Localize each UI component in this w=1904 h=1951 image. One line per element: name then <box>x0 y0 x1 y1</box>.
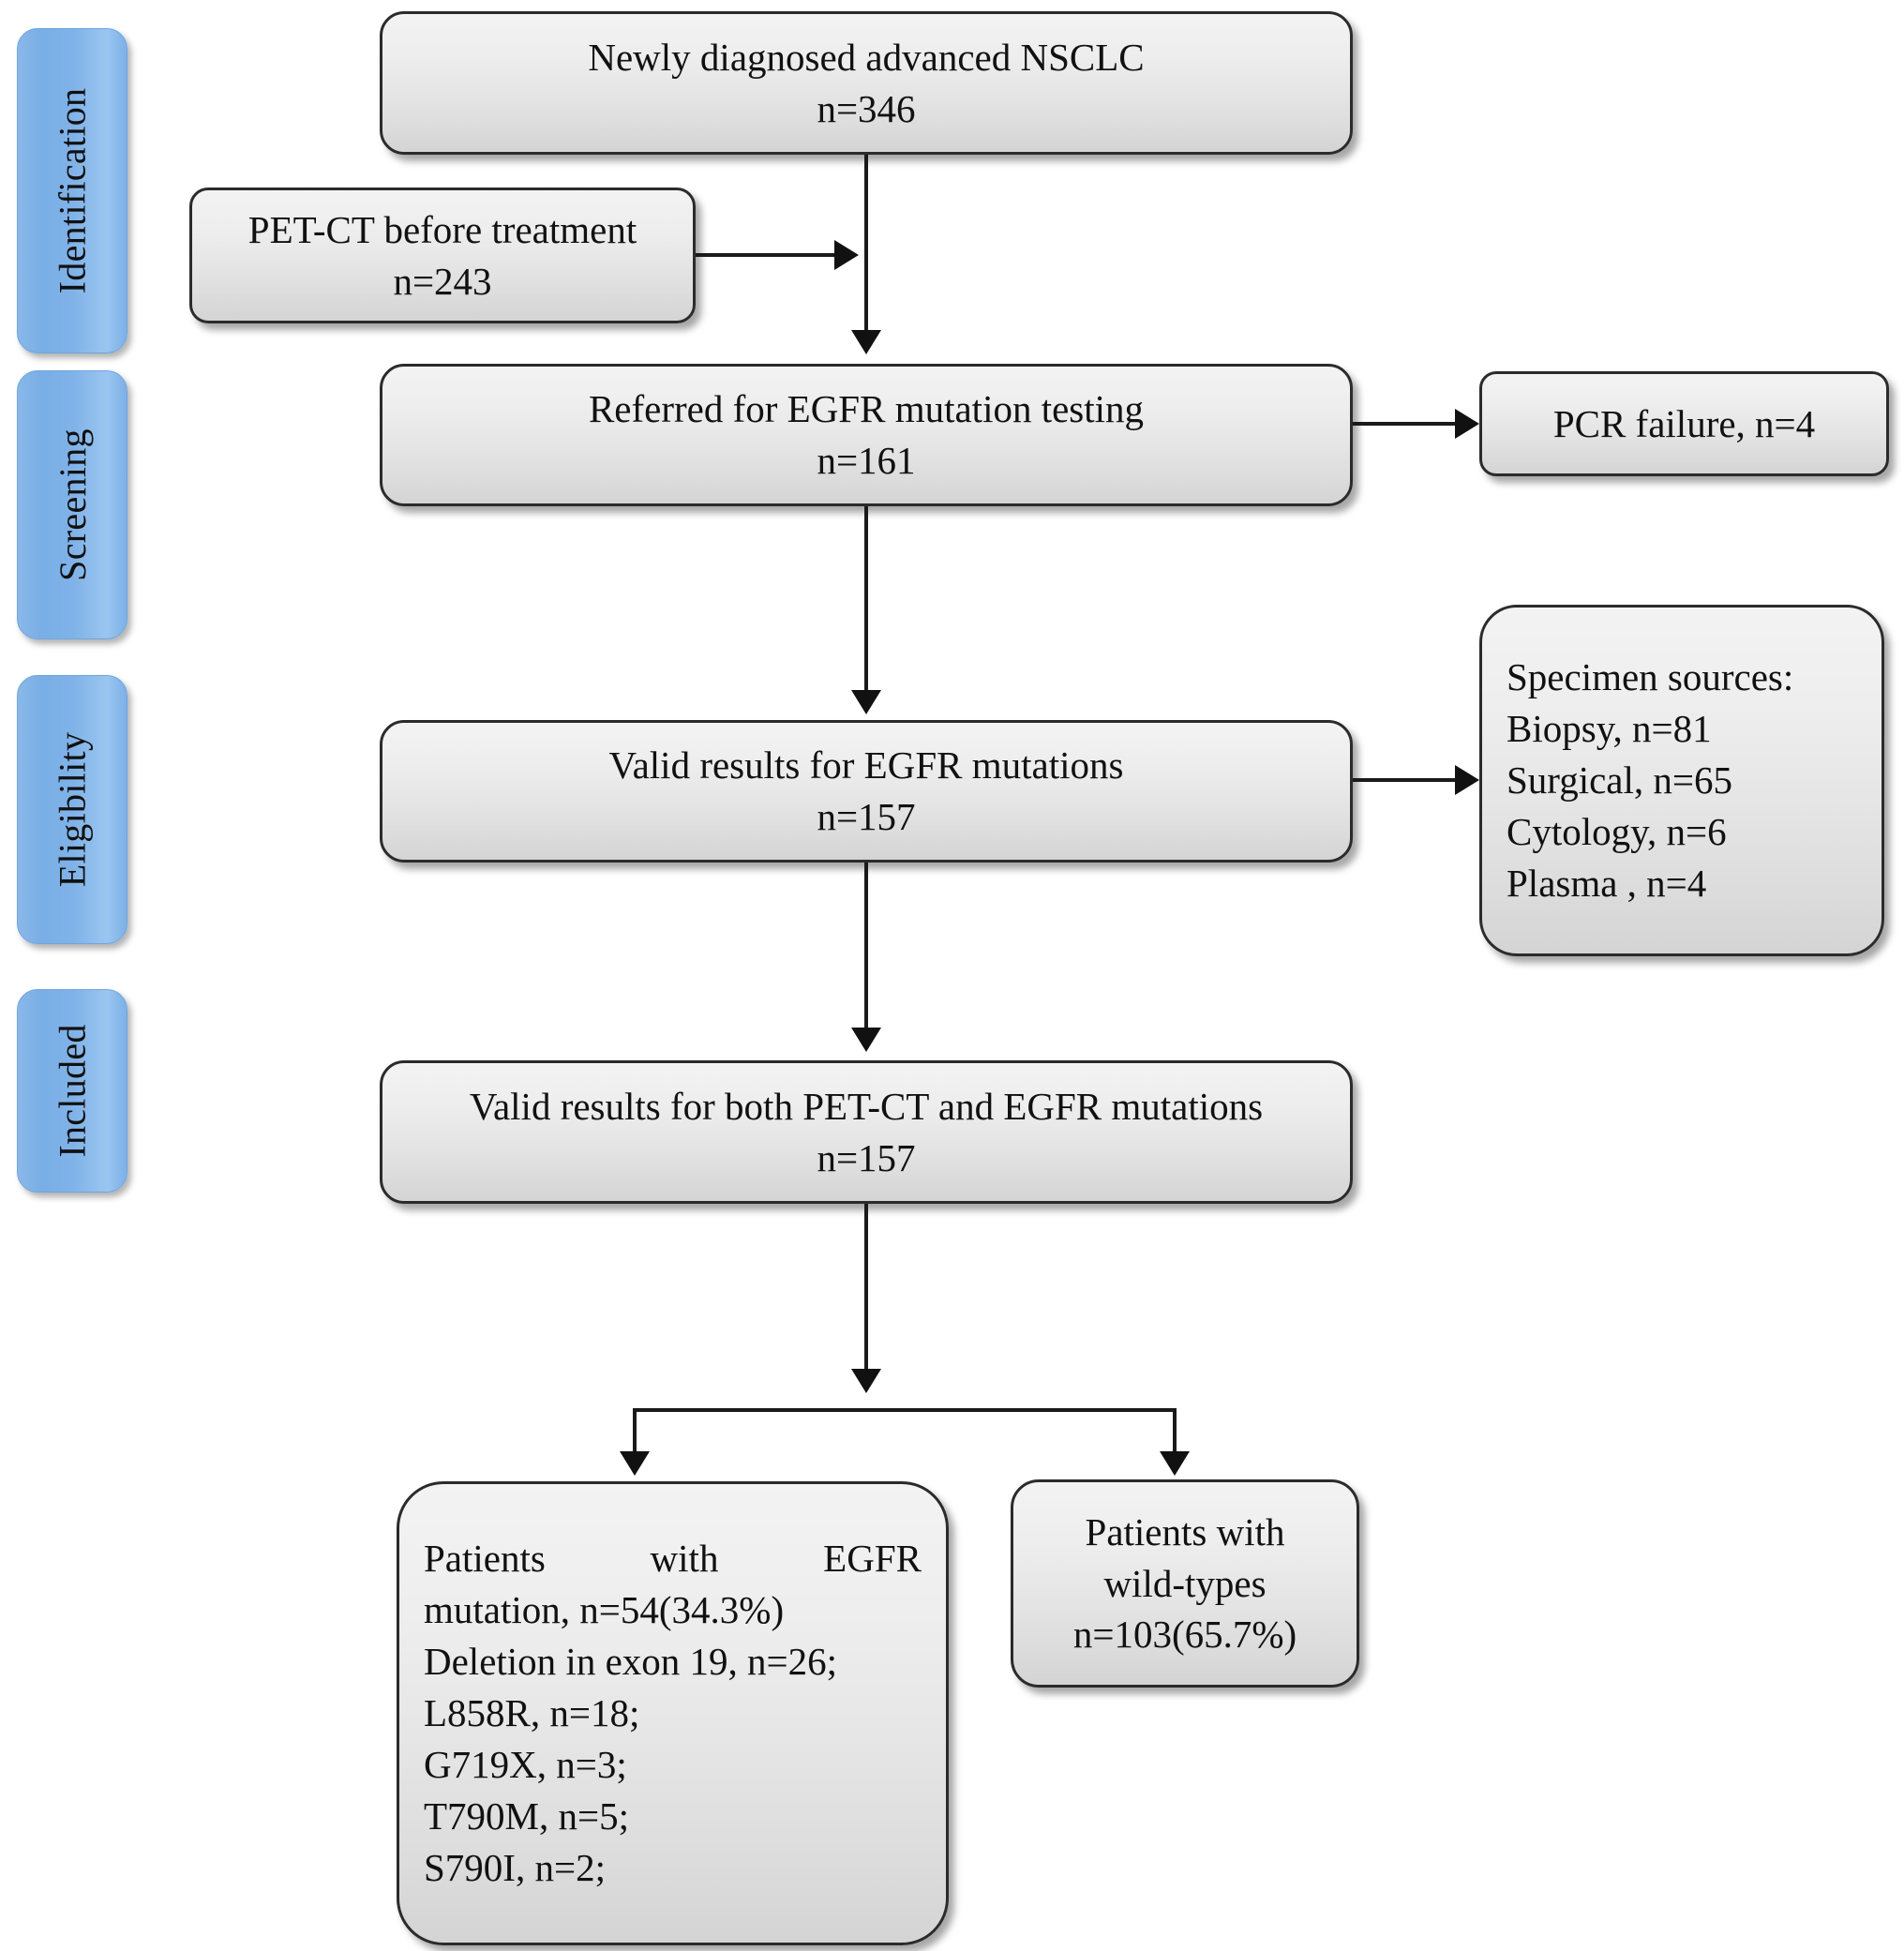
box-specimen-sources-item-cytology: Cytology, n=6 <box>1507 809 1727 853</box>
box-specimen-sources-heading: Specimen sources: <box>1507 655 1794 699</box>
connector-source-to-referred-arrow <box>851 330 881 354</box>
box-petct-before-treatment: PET-CT before treatment n=243 <box>189 188 696 323</box>
connector-split-bar <box>633 1408 1177 1412</box>
box-specimen-sources-item-biopsy: Biopsy, n=81 <box>1507 707 1712 751</box>
box-referred-line1: Referred for EGFR mutation testing <box>588 387 1145 431</box>
stage-tab-eligibility: Eligibility <box>17 675 127 944</box>
box-newly-diagnosed-line1: Newly diagnosed advanced NSCLC <box>588 35 1145 79</box>
box-valid-both-line1: Valid results for both PET-CT and EGFR m… <box>469 1084 1264 1128</box>
stage-tab-included: Included <box>17 989 127 1193</box>
connector-both-to-split-arrow <box>851 1369 881 1393</box>
connector-valid-to-specimen-arrow <box>1455 765 1479 795</box>
box-mutation-count: mutation, n=54(34.3%) <box>424 1588 785 1632</box>
connector-split-left-arrow <box>620 1451 650 1476</box>
connector-valid-to-both-line <box>864 863 868 1031</box>
connector-both-to-split-line <box>864 1204 868 1373</box>
box-valid-egfr-results: Valid results for EGFR mutations n=157 <box>380 720 1353 863</box>
stage-tab-screening-label: Screening <box>51 428 94 581</box>
box-wildtype-count: n=103(65.7%) <box>1072 1613 1297 1657</box>
box-mutation-subtype-g719x: G719X, n=3; <box>424 1742 627 1786</box>
box-pcr-failure: PCR failure, n=4 <box>1479 371 1889 476</box>
connector-valid-to-specimen-line <box>1353 778 1458 782</box>
box-newly-diagnosed: Newly diagnosed advanced NSCLC n=346 <box>380 11 1353 155</box>
connector-split-right-arrow <box>1160 1451 1190 1476</box>
box-patients-with-mutation: Patients with EGFR mutation, n=54(34.3%)… <box>397 1481 949 1945</box>
box-wildtype-line1: Patients with <box>1085 1509 1285 1553</box>
box-mutation-subtype-t790m: T790M, n=5; <box>424 1793 630 1838</box>
box-valid-both-count: n=157 <box>817 1135 916 1179</box>
stage-tab-eligibility-label: Eligibility <box>51 731 94 888</box>
connector-split-left-line <box>633 1408 637 1453</box>
connector-referred-to-pcr-arrow <box>1455 409 1479 439</box>
box-petct-line1: PET-CT before treatment <box>247 207 637 251</box>
box-referred-count: n=161 <box>817 439 916 482</box>
connector-source-to-referred-line <box>864 155 868 333</box>
box-specimen-sources: Specimen sources: Biopsy, n=81 Surgical,… <box>1479 605 1884 956</box>
box-newly-diagnosed-count: n=346 <box>817 86 916 130</box>
box-referred-egfr-testing: Referred for EGFR mutation testing n=161 <box>380 364 1353 506</box>
connector-split-right-line <box>1173 1408 1177 1453</box>
connector-valid-to-both-arrow <box>851 1028 881 1052</box>
connector-referred-to-valid-line <box>864 506 868 694</box>
connector-petct-to-main-arrow <box>834 240 859 270</box>
stage-tab-identification-label: Identification <box>51 87 94 294</box>
stage-tab-included-label: Included <box>51 1024 94 1158</box>
stage-tab-identification: Identification <box>17 28 127 353</box>
box-mutation-subtype-exon19: Deletion in exon 19, n=26; <box>424 1640 838 1684</box>
box-valid-egfr-line1: Valid results for EGFR mutations <box>608 743 1124 788</box>
box-mutation-line1: Patients with EGFR <box>424 1537 922 1581</box>
connector-referred-to-valid-arrow <box>851 690 881 714</box>
box-valid-egfr-count: n=157 <box>817 795 916 838</box>
box-specimen-sources-item-surgical: Surgical, n=65 <box>1507 758 1733 803</box>
box-mutation-subtype-s790i: S790I, n=2; <box>424 1845 606 1889</box>
box-wildtype-line2: wild-types <box>1103 1561 1267 1605</box>
box-mutation-subtype-l858r: L858R, n=18; <box>424 1691 640 1735</box>
box-valid-both-results: Valid results for both PET-CT and EGFR m… <box>380 1060 1353 1204</box>
stage-tab-screening: Screening <box>17 370 127 639</box>
box-pcr-failure-label: PCR failure, n=4 <box>1552 401 1816 445</box>
connector-petct-to-main-line <box>696 253 834 257</box>
box-petct-count: n=243 <box>393 259 492 303</box>
connector-referred-to-pcr-line <box>1353 422 1458 426</box>
box-patients-wild-types: Patients with wild-types n=103(65.7%) <box>1011 1479 1359 1688</box>
box-specimen-sources-item-plasma: Plasma , n=4 <box>1507 861 1707 905</box>
